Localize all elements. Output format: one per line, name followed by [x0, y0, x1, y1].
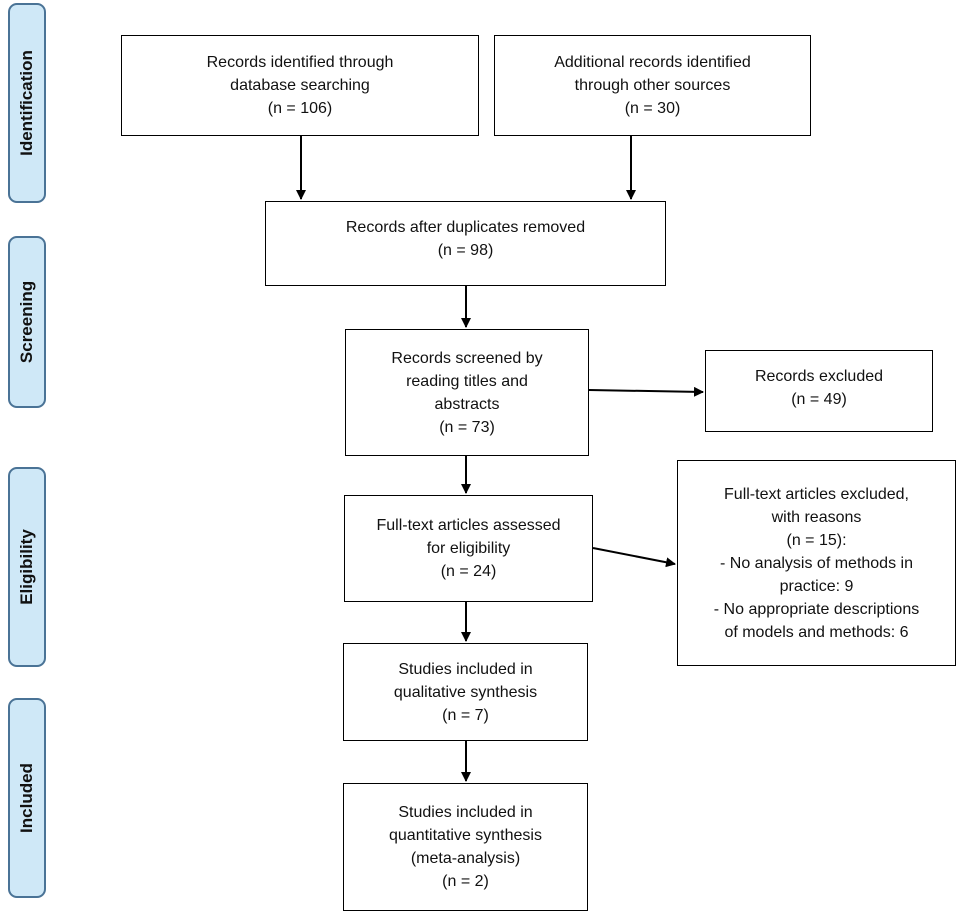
box-quantitative-synthesis: Studies included in quantitative synthes… [343, 783, 588, 911]
database-records-line-1: Records identified through [206, 54, 394, 71]
database-records-line-2: database searching [230, 77, 370, 94]
stage-identification: Identification [8, 3, 46, 203]
fulltext-excluded-reason-2b: of models and methods: 6 [724, 623, 909, 641]
box-database-records: Records identified through database sear… [121, 35, 479, 136]
box-other-sources: Additional records identified through ot… [494, 35, 811, 136]
qualitative-line-1: Studies included in [398, 660, 533, 678]
fulltext-excluded-line-1: Full-text articles excluded, [724, 485, 909, 503]
other-sources-count: (n = 30) [624, 100, 681, 117]
fulltext-excluded-reason-1a: - No analysis of methods in [720, 554, 913, 572]
fulltext-excluded-line-2: with reasons [771, 508, 862, 526]
other-sources-line-2: through other sources [574, 77, 731, 94]
box-records-excluded: Records excluded (n = 49) [705, 350, 933, 432]
qualitative-line-2: qualitative synthesis [393, 683, 538, 701]
stage-eligibility: Eligibility [8, 467, 46, 667]
fulltext-excluded-count: (n = 15): [786, 531, 847, 549]
screened-line-1: Records screened by [391, 349, 543, 367]
fulltext-excluded-reason-2a: - No appropriate descriptions [713, 600, 920, 618]
box-fulltext-excluded: Full-text articles excluded, with reason… [677, 460, 956, 666]
quantitative-count: (n = 2) [442, 873, 489, 890]
fulltext-assessed-count: (n = 24) [440, 563, 497, 580]
quantitative-line-2: quantitative synthesis [389, 827, 542, 844]
quantitative-line-3: (meta-analysis) [410, 850, 521, 867]
after-duplicates-line-1: Records after duplicates removed [345, 219, 586, 236]
screened-count: (n = 73) [439, 418, 495, 436]
arrow-fulltext-to-excluded [592, 547, 676, 568]
fulltext-assessed-line-1: Full-text articles assessed [376, 517, 561, 534]
box-qualitative-synthesis: Studies included in qualitative synthesi… [343, 643, 588, 741]
screened-line-2: reading titles and [406, 372, 528, 390]
records-excluded-count: (n = 49) [791, 391, 847, 408]
fulltext-excluded-reason-1b: practice: 9 [779, 577, 854, 595]
after-duplicates-count: (n = 98) [437, 242, 494, 259]
other-sources-line-1: Additional records identified [554, 54, 751, 71]
stage-included: Included [8, 698, 46, 898]
fulltext-assessed-line-2: for eligibility [426, 540, 511, 557]
quantitative-line-1: Studies included in [398, 804, 533, 821]
records-excluded-line-1: Records excluded [754, 368, 884, 385]
arrow-screened-to-excluded [588, 386, 704, 397]
qualitative-count: (n = 7) [442, 706, 489, 724]
box-after-duplicates: Records after duplicates removed (n = 98… [265, 201, 666, 286]
database-records-count: (n = 106) [267, 100, 333, 117]
box-screened: Records screened by reading titles and a… [345, 329, 589, 456]
box-fulltext-assessed: Full-text articles assessed for eligibil… [344, 495, 593, 602]
stage-screening: Screening [8, 236, 46, 408]
screened-line-3: abstracts [434, 395, 500, 413]
